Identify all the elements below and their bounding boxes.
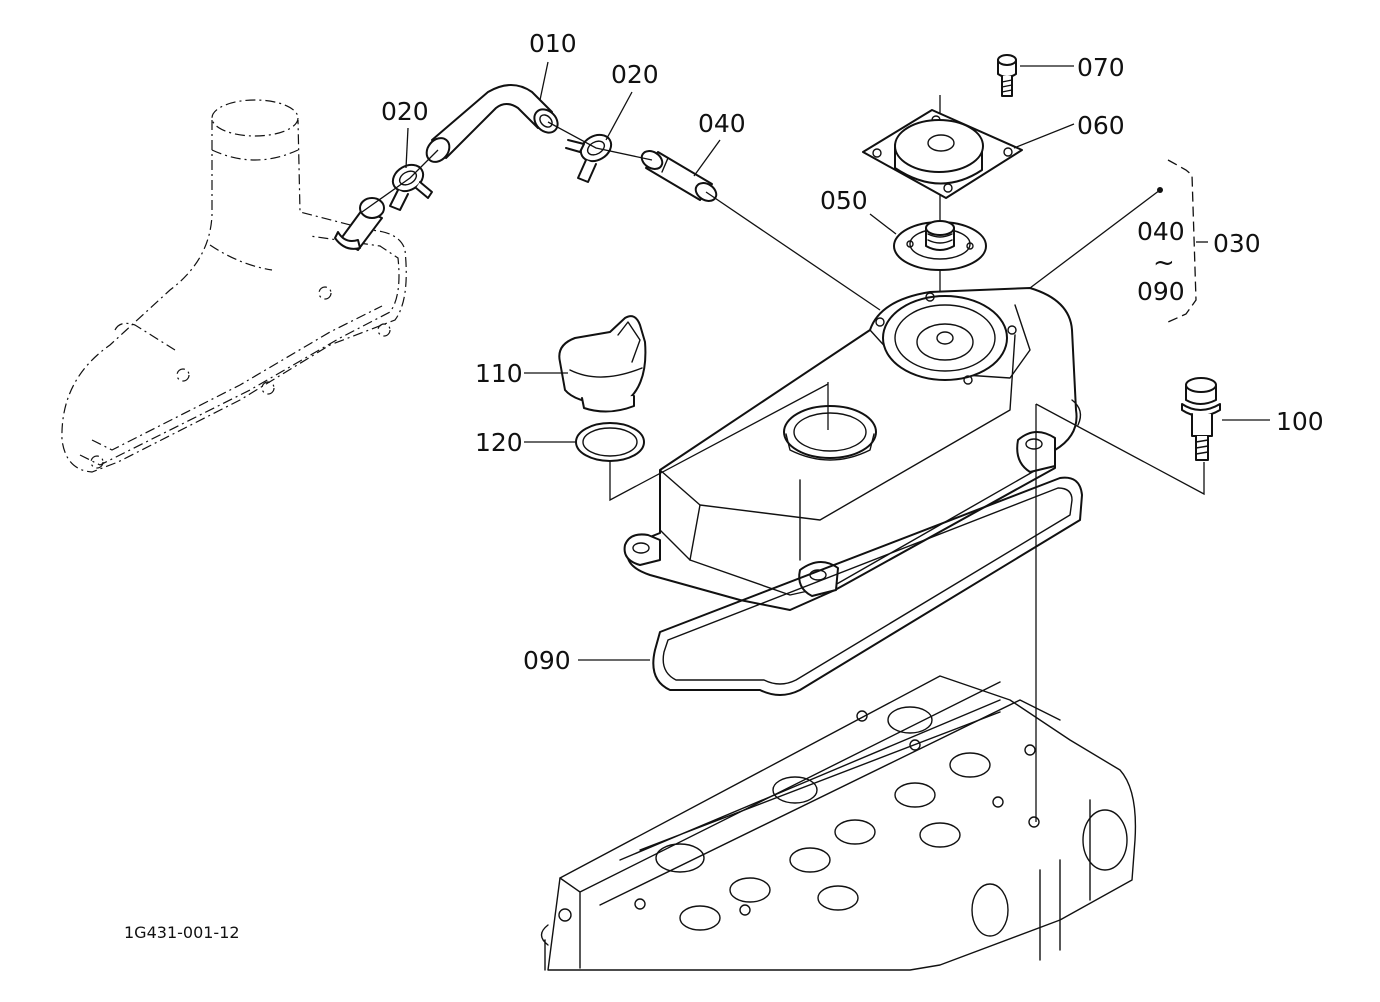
callout-110: 110 [475,359,523,388]
leader-lines [405,61,1270,822]
bolt-100 [1181,377,1221,461]
callout-050: 050 [820,186,868,215]
bolt-070 [997,54,1017,97]
callout-020-right: 020 [611,60,659,89]
drawing-code: 1G431-001-12 [124,923,240,942]
head-cover-030 [623,287,1082,611]
range-from-040: 040 [1137,217,1185,246]
callout-090: 090 [523,646,571,675]
callout-030: 030 [1213,229,1261,258]
oring-120 [575,422,645,462]
cap-110 [558,315,647,413]
water-flange-phantom [61,99,407,473]
callout-070: 070 [1077,53,1125,82]
range-to-090: 090 [1137,277,1185,306]
gasket-090 [652,476,1083,696]
pipe-040 [640,150,718,202]
callout-100: 100 [1276,407,1324,436]
range-tilde: ~ [1153,248,1175,278]
callout-010: 010 [529,29,577,58]
cover-060 [862,109,1023,199]
callout-060: 060 [1077,111,1125,140]
callout-020-left: 020 [381,97,429,126]
callout-040: 040 [698,109,746,138]
cylinder-head-phantom [540,675,1137,971]
callout-120: 120 [475,428,523,457]
hose-010 [425,84,559,163]
clamp-020-right [565,133,613,183]
valve-050 [893,220,987,271]
clamp-020-left [389,163,433,211]
flange-nipple [334,197,385,251]
callout-labels: 010 020 020 040 050 060 070 030 040 ~ 09… [124,29,1324,942]
